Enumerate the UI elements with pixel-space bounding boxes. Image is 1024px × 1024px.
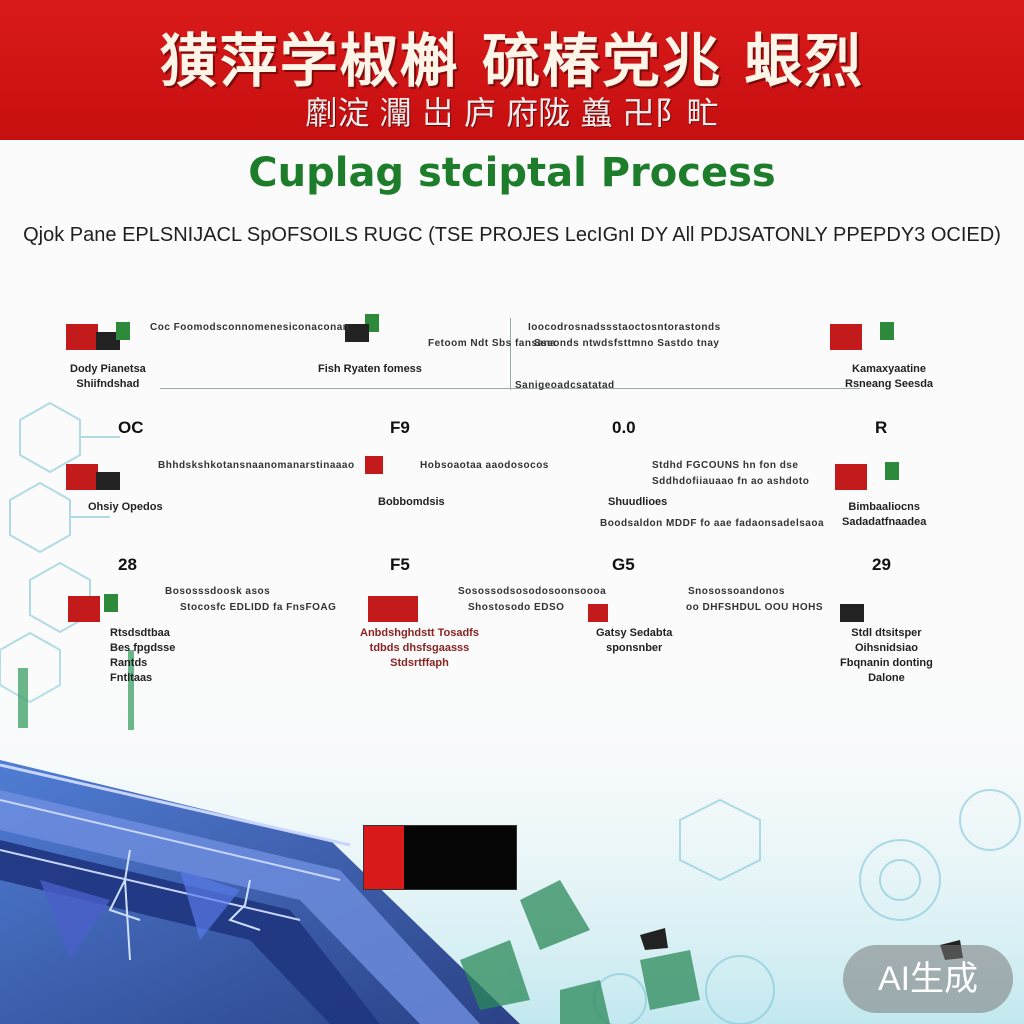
step-label: Fish Ryaten fomess [318, 363, 422, 375]
step-icon [68, 590, 138, 630]
green-bars [18, 650, 134, 730]
step-label: Ohsiy Opedos [88, 501, 163, 513]
step-icon [840, 590, 910, 630]
step-text: Sosossodsosodosoonsoooa [458, 586, 607, 597]
green-shards [460, 880, 700, 1024]
step-label: Shuudlioes [608, 496, 668, 508]
step-text: Coc Foomodsconnomenesiconaconan [150, 322, 350, 333]
step-label: Bimbaaliocns Sadadatfnaadea [842, 501, 927, 528]
step-icon [368, 590, 438, 630]
step-text: Hobsoaotaa aaodosocos [420, 460, 549, 471]
step-text: Shostosodo EDSO [468, 602, 565, 613]
step-number: F5 [390, 555, 410, 574]
step-label: Stdl dtsitsper Oihsnidsiao Fbqnanin dont… [840, 627, 933, 684]
step-number: F9 [390, 418, 410, 437]
step-label: Gatsy Sedabta sponsnber [596, 627, 673, 654]
step-icon [315, 310, 385, 350]
figure-sketches [108, 849, 261, 961]
step-number: G5 [612, 555, 635, 574]
step-icon [365, 450, 435, 490]
step-icon [588, 598, 658, 638]
step-label: Dody Pianetsa Shiifndshad [70, 363, 146, 390]
step-number: R [875, 418, 888, 437]
step-icon [830, 318, 900, 358]
flag-graphic [363, 825, 517, 890]
step-number: OC [118, 418, 144, 437]
step-text: oo DHFSHDUL OOU HOHS [686, 602, 824, 613]
page-title: Cuplag stciptal Process [248, 150, 776, 196]
step-label: Bobbomdsis [378, 496, 445, 508]
step-text: Stocosfc EDLIDD fa FnsFOAG [180, 602, 337, 613]
step-icon [66, 318, 136, 358]
step-text: Sddhdofiiauaao fn ao ashdoto [652, 476, 810, 487]
step-text: Stdhd FGCOUNS hn fon dse [652, 460, 799, 471]
step-number: 29 [872, 555, 891, 574]
step-label: Kamaxyaatine Rsneang Seesda [845, 363, 934, 390]
step-label: Rtsdsdtbaa Bes fpgdsse Rantds Fntltaas [110, 627, 176, 684]
step-text: Ioocodrosnadssstaoctosntorastonds [528, 322, 721, 333]
step-icon [66, 458, 136, 498]
step-text: Sseonds ntwdsfsttmno Sastdo tnay [534, 338, 720, 349]
step-text: Snosossoandonos [688, 586, 785, 597]
step-label: Anbdshghdstt Tosadfs tdbds dhsfsgaasss S… [360, 627, 479, 669]
header-title: 獚萍学椒槲 硫椿党兆 蛝烈 [159, 27, 865, 95]
ai-generated-badge: AI生成 [843, 945, 1013, 1013]
header-subtitle: 劘淀 灛 岀 庐 府陇 蠤 卍阝甿 [305, 94, 719, 132]
step-icon [835, 458, 905, 498]
header-banner: 獚萍学椒槲 硫椿党兆 蛝烈 劘淀 灛 岀 庐 府陇 蠤 卍阝甿 [0, 0, 1024, 140]
page-subtitle: Qjok Pane EPLSNIJACL SpOFSOILS RUGC (TSE… [23, 224, 1001, 246]
step-text: Sanigeoadcsatatad [515, 380, 615, 391]
step-text: Bososssdoosk asos [165, 586, 271, 597]
timeline-connector [510, 318, 511, 390]
step-text: Bhhdskshkotansnaanomanarstinaaao [158, 460, 355, 471]
step-number: 0.0 [612, 418, 636, 437]
step-text: Fetoom Ndt Sbs fansana [428, 338, 557, 349]
step-number: 28 [118, 555, 137, 574]
step-text: Boodsaldon MDDF fo aae fadaonsadelsaoa [600, 518, 825, 529]
